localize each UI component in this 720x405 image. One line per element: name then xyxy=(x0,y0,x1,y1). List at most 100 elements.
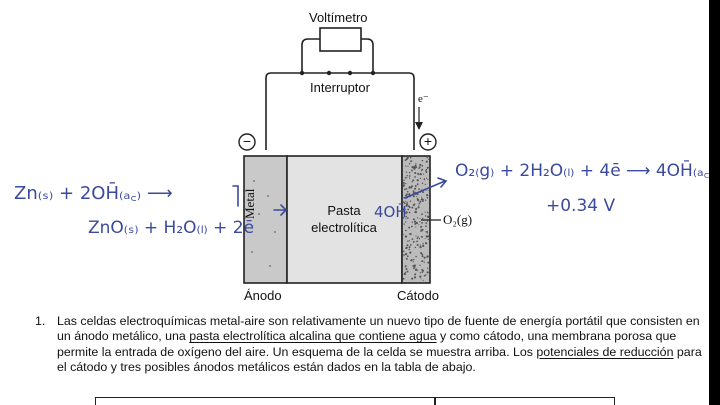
speckle-dot xyxy=(422,279,424,281)
voltmeter-box xyxy=(319,27,362,52)
speckle-dot xyxy=(418,223,420,226)
speckle-dot xyxy=(425,168,428,171)
speckle-dot xyxy=(403,272,406,276)
speckle-dot xyxy=(415,255,417,258)
speckle-dot xyxy=(418,167,420,169)
speckle-dot xyxy=(427,158,430,160)
question-text: 1.Las celdas electroquímicas metal-aire … xyxy=(35,314,703,376)
speckle-dot xyxy=(423,275,426,277)
speckle-dot xyxy=(403,233,405,235)
speckle-dot xyxy=(414,273,417,276)
speckle-dot xyxy=(415,165,417,167)
speckle-dot xyxy=(409,156,412,159)
speckle-dot xyxy=(405,200,407,202)
speckle-dot xyxy=(405,171,408,173)
speckle-dot xyxy=(407,208,410,211)
speckle-dot xyxy=(403,179,405,181)
anode-reaction-line2: ZnO₍ₛ₎ + H₂O₍ₗ₎ + 2ē xyxy=(88,218,255,238)
speckle-dot xyxy=(409,177,411,179)
speckle-dot xyxy=(406,177,408,179)
speckle-dot xyxy=(416,240,418,243)
speckle-dot xyxy=(415,235,417,237)
speckle-dot xyxy=(426,211,429,213)
voltmeter-label: Voltímetro xyxy=(309,10,368,25)
hand-arrow-anode xyxy=(273,204,288,216)
speckle-dot xyxy=(405,268,408,270)
speckle-dot xyxy=(412,179,415,182)
cathode-texture xyxy=(402,156,430,281)
speckle-dot xyxy=(405,218,407,220)
speckle-dot xyxy=(417,206,420,209)
speckle-dot xyxy=(415,163,417,165)
speckle-dot xyxy=(414,211,416,213)
speckle-dot xyxy=(404,208,406,211)
speckle-dot xyxy=(422,199,425,201)
speckle-dot xyxy=(409,200,412,202)
speckle-dot xyxy=(425,177,428,179)
underlined-potentials: potenciales de reducción xyxy=(536,344,674,359)
speckle-dot xyxy=(420,278,422,280)
anode-reaction-line1: Zn₍ₛ₎ + 2OH̄₍ₐ꜀₎ ⟶ xyxy=(14,183,173,204)
speckle-dot xyxy=(405,212,407,214)
speckle-dot xyxy=(416,244,419,246)
speckle-dot xyxy=(408,171,411,174)
speckle-dot xyxy=(414,176,416,178)
speckle-dot xyxy=(405,158,408,161)
minus-sign: − xyxy=(242,133,252,149)
speckle-dot xyxy=(422,173,425,175)
speckle-dot xyxy=(404,188,406,191)
speckle-dot xyxy=(425,225,427,228)
speckle-dot xyxy=(403,223,405,225)
metal-label: Metal xyxy=(242,188,257,219)
speckle-dot xyxy=(420,252,423,255)
speckle-dot xyxy=(411,185,414,188)
speckle-dot xyxy=(412,261,414,263)
speckle-dot xyxy=(421,168,424,171)
speckle-dot xyxy=(426,255,429,258)
speckle-dot xyxy=(426,193,429,197)
speckle-dot xyxy=(415,268,418,271)
speckle-dot xyxy=(426,230,428,232)
speckle-dot xyxy=(413,276,417,279)
speckle-dot xyxy=(414,187,417,190)
speckle-dot xyxy=(419,244,421,246)
speckle-dot xyxy=(421,200,424,202)
speckle-dot xyxy=(405,183,407,185)
speckle-dot xyxy=(404,252,408,256)
speckle-dot xyxy=(412,258,415,261)
positive-terminal xyxy=(419,133,437,151)
speckle-dot xyxy=(408,246,411,249)
speckle-dot xyxy=(403,183,405,185)
speckle-dot xyxy=(402,250,405,253)
speckle-dot xyxy=(421,159,424,162)
speckle-dot xyxy=(426,232,429,234)
speckle-dot xyxy=(411,206,414,209)
speckle-dot xyxy=(410,259,413,262)
speckle-dot xyxy=(414,264,416,266)
anode-label: Ánodo xyxy=(244,288,282,303)
hand-arrow-cathode xyxy=(404,177,448,199)
speckle-dot xyxy=(426,271,429,274)
speckle-dot xyxy=(421,182,424,185)
speckle-dot xyxy=(426,220,429,222)
speckle-dot xyxy=(412,190,415,193)
table-divider xyxy=(434,398,436,405)
speckle-dot xyxy=(420,198,424,201)
speckle-dot xyxy=(412,195,415,198)
speckle-dot xyxy=(408,205,410,207)
speckle-dot xyxy=(421,213,423,215)
speckle-dot xyxy=(413,267,415,270)
speckle-dot xyxy=(411,181,414,183)
switch-label: Interruptor xyxy=(310,80,370,95)
speckle-dot xyxy=(407,217,409,219)
speckle-dot xyxy=(423,177,425,179)
speckle-dot xyxy=(426,156,428,159)
speckle-dot xyxy=(408,211,411,214)
speckle-dot xyxy=(425,222,427,225)
speckle-dot xyxy=(418,204,420,206)
speckle-dot xyxy=(411,160,413,162)
speckle-dot xyxy=(414,185,417,187)
speckle-dot xyxy=(421,222,423,224)
speckle-dot xyxy=(424,211,426,213)
